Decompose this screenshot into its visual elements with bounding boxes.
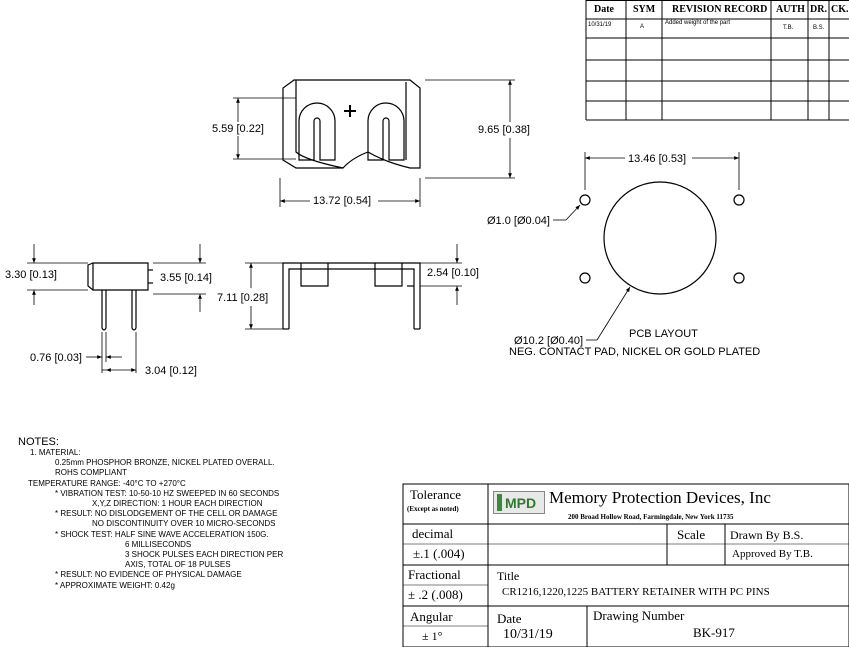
top-view [282, 79, 421, 169]
revision-table-grid [585, 0, 849, 121]
note-line: * VIBRATION TEST: 10-50-10 HZ SWEEPED IN… [55, 488, 280, 498]
note-line: * APPROXIMATE WEIGHT: 0.42g [55, 580, 175, 590]
dim-front-tab: 2.54 [0.10] [427, 267, 479, 279]
pcb-layout-title: PCB LAYOUT [629, 328, 698, 340]
pcb-layout-subtitle: NEG. CONTACT PAD, NICKEL OR GOLD PLATED [509, 346, 761, 358]
logo-mark [497, 494, 502, 511]
dim-top-width: 13.72 [0.54] [313, 195, 372, 207]
tolerance-sub: (Except as noted) [407, 505, 459, 513]
tolerance-label: Tolerance [410, 487, 462, 502]
drawing-number-label: Drawing Number [593, 608, 685, 623]
side-view [87, 262, 153, 331]
fractional-label: Fractional [408, 567, 461, 582]
note-line: * RESULT: NO EVIDENCE OF PHYSICAL DAMAGE [55, 570, 242, 580]
angular-value: ± 1° [422, 629, 443, 643]
note-line: ROHS COMPLIANT [55, 468, 128, 478]
note-line: NO DISCONTINUITY OVER 10 MICRO-SECONDS [92, 519, 276, 529]
pcb-layout-figure [579, 181, 745, 295]
rev-row-record: Added weight of the part [665, 20, 731, 26]
front-view [282, 262, 421, 330]
dim-pin-spacing: 3.04 [0.12] [145, 365, 197, 377]
note-line: 1. MATERIAL: [30, 448, 81, 457]
top-view-dimensions [233, 79, 515, 207]
note-line: 6 MILLISECONDS [125, 539, 192, 549]
title-block-grid [402, 483, 849, 647]
angular-label: Angular [410, 609, 453, 624]
rev-header-auth: AUTH [776, 4, 805, 15]
drawn-by: Drawn By B.S. [730, 528, 804, 542]
note-line: TEMPERATURE RANGE: -40°C TO +270°C [28, 478, 186, 488]
note-line: 3 SHOCK PULSES EACH DIRECTION PER [125, 550, 284, 559]
front-view-dimensions [245, 244, 462, 330]
approved-by: Approved By T.B. [732, 548, 813, 560]
rev-row-dr: B.S. [813, 25, 825, 31]
note-line: AXIS, TOTAL OF 18 PULSES [125, 560, 231, 570]
note-line: 0.25mm PHOSPHOR BRONZE, NICKEL PLATED OV… [55, 458, 275, 468]
rev-header-date: Date [594, 4, 614, 15]
dim-pin-width: 0.76 [0.03] [30, 352, 82, 364]
company-name: Memory Protection Devices, Inc [549, 488, 771, 507]
fractional-value: ± .2 (.008) [408, 587, 463, 602]
dim-pcb-span: 13.46 [0.53] [628, 153, 687, 165]
rev-header-record: REVISION RECORD [672, 4, 768, 15]
dim-top-total-height: 9.65 [0.38] [478, 124, 530, 136]
decimal-value: ±.1 (.004) [413, 546, 465, 561]
pcb-dimensions [553, 152, 740, 341]
note-line: X,Y,Z DIRECTION: 1 HOUR EACH DIRECTION [92, 499, 263, 508]
rev-row-auth: T.B. [783, 25, 794, 31]
dim-pcb-pad: Ø10.2 [Ø0.40] [514, 335, 584, 347]
dim-front-height: 7.11 [0.28] [217, 292, 269, 304]
rev-row-sym: A [640, 24, 645, 30]
dim-side-height-right: 3.55 [0.14] [160, 272, 212, 284]
rev-header-ck: CK. [831, 4, 849, 15]
rev-header-sym: SYM [633, 4, 656, 15]
title-value: CR1216,1220,1225 BATTERY RETAINER WITH P… [502, 586, 770, 598]
scale-label: Scale [677, 527, 706, 542]
date-label: Date [497, 611, 522, 626]
dim-top-height: 5.59 [0.22] [212, 123, 264, 135]
dim-pcb-hole: Ø1.0 [Ø0.04] [487, 215, 550, 227]
date-value: 10/31/19 [503, 627, 553, 642]
title-label: Title [497, 569, 520, 583]
decimal-label: decimal [412, 526, 454, 541]
note-line: * SHOCK TEST: HALF SINE WAVE ACCELERATIO… [55, 529, 269, 539]
company-address: 200 Broad Hollow Road, Farmingdale, New … [568, 513, 734, 521]
mpd-logo: MPD [493, 491, 545, 514]
rev-row-date: 10/31/19 [588, 22, 612, 28]
side-view-dimensions [27, 244, 206, 373]
drawing-number-value: BK-917 [693, 625, 735, 640]
rev-header-dr: DR. [810, 4, 827, 15]
note-line: * RESULT: NO DISLODGEMENT OF THE CELL OR… [55, 509, 278, 519]
notes-title: NOTES: [18, 436, 59, 448]
dim-side-height-left: 3.30 [0.13] [5, 269, 57, 281]
logo-text: MPD [505, 494, 537, 511]
